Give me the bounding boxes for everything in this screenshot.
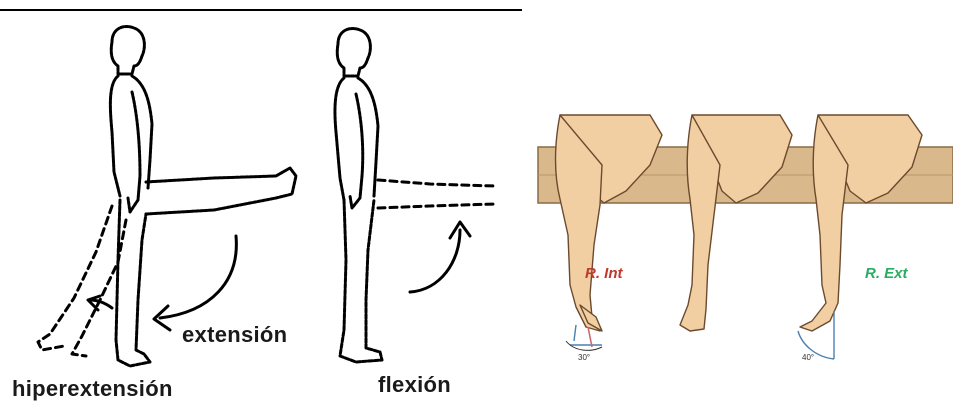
label-internal-rotation: R. Int (585, 265, 623, 282)
leg-neutral (680, 115, 792, 331)
label-hyperextension: hiperextensión (12, 376, 173, 402)
figure-flexion (335, 29, 495, 362)
angle-external: 40° (802, 353, 814, 362)
label-flexion: flexión (378, 372, 451, 398)
leg-external-rotation (798, 115, 922, 359)
figure-extension (38, 27, 296, 366)
hip-movement-figure: extensión hiperextensión flexión (0, 0, 525, 407)
hip-rotation-figure: R. Int R. Ext 30° 40° (530, 95, 953, 375)
label-extension: extensión (182, 322, 287, 348)
label-external-rotation: R. Ext (865, 265, 908, 282)
hip-rotation-drawing (530, 95, 953, 375)
angle-internal: 30° (578, 353, 590, 362)
leg-internal-rotation (556, 115, 663, 347)
